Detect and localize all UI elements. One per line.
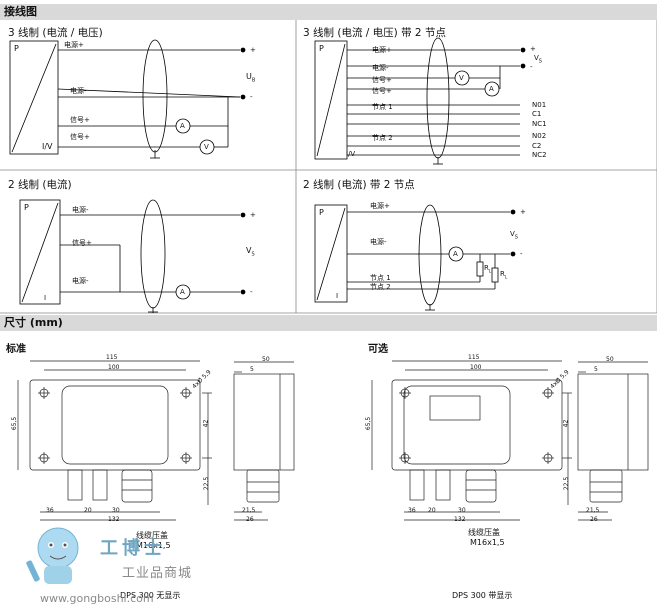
std-d21: 21,5 <box>242 507 256 514</box>
w3-minus: - <box>250 288 253 296</box>
opt-d30: 30 <box>458 507 466 514</box>
w2-voltmeter: V <box>459 74 464 82</box>
w4-p: P <box>319 208 324 217</box>
w4-node1: 节点 1 <box>370 274 391 282</box>
w2-no2: N02 <box>532 132 547 140</box>
w4-pwr-plus: 电源+ <box>370 202 390 210</box>
w2-sig2: 信号+ <box>372 87 392 95</box>
opt-label: 可选 <box>368 344 388 355</box>
std-d26: 26 <box>246 516 254 523</box>
std-d30: 30 <box>112 507 120 514</box>
w2-nc2: NC2 <box>532 151 547 159</box>
std-gland: 线缆压盖 <box>136 531 168 540</box>
w3-pwr-minus: 电源- <box>72 206 89 214</box>
w4-pwr-minus: 电源- <box>370 238 387 246</box>
w2-c2: C2 <box>532 142 542 150</box>
w2-nc1: NC1 <box>532 120 547 128</box>
dimension-drawings <box>17 360 649 521</box>
opt-d20: 20 <box>428 507 436 514</box>
w3-title: 2 线制 (电流) <box>8 179 72 191</box>
w2-ammeter: A <box>489 85 494 93</box>
w2-no1: N01 <box>532 101 547 109</box>
std-d50: 50 <box>262 356 270 363</box>
w2-vs: VS <box>534 54 542 65</box>
opt-gland-size: M16x1,5 <box>470 538 505 547</box>
std-d36: 36 <box>46 507 54 514</box>
opt-d100: 100 <box>470 364 482 371</box>
opt-d115: 115 <box>468 354 480 361</box>
w2-c1: C1 <box>532 110 542 118</box>
watermark-sub: 工业品商城 <box>122 566 193 581</box>
opt-d21: 21,5 <box>586 507 600 514</box>
w2-pwr-plus: 电源+ <box>372 46 392 54</box>
w4-node2: 节点 2 <box>370 283 391 291</box>
w1-pwr-minus: 电源- <box>70 87 87 95</box>
w3-pwr-minus-2: 电源- <box>72 277 89 285</box>
w3-sig: 信号+ <box>72 239 92 247</box>
wiring-header: 接线图 <box>0 4 657 20</box>
opt-d132: 132 <box>454 516 466 523</box>
watermark-brand: 工博士 <box>100 538 166 559</box>
w3-plus: + <box>250 211 256 219</box>
w2-plus: + <box>530 45 536 53</box>
std-d5: 5 <box>250 366 254 373</box>
std-caption: DPS 300 无显示 <box>120 591 181 600</box>
w1-ammeter: A <box>180 122 185 130</box>
w1-sig2: 信号+ <box>70 133 90 141</box>
w1-sig1: 信号+ <box>70 116 90 124</box>
std-d20: 20 <box>84 507 92 514</box>
w4-title: 2 线制 (电流) 带 2 节点 <box>303 179 415 191</box>
opt-d26: 26 <box>590 516 598 523</box>
w3-p: P <box>24 203 29 212</box>
watermark-url: www.gongboshi.com <box>40 592 154 605</box>
w2-pwr-minus: 电源- <box>372 64 389 72</box>
w3-vs: VS <box>246 246 255 258</box>
dimensions-header: 尺寸 (mm) <box>0 315 657 331</box>
w2-node1: 节点 1 <box>372 103 393 111</box>
w1-ub: UB <box>246 72 256 84</box>
opt-d50: 50 <box>606 356 614 363</box>
w2-minus: - <box>530 63 533 71</box>
w4-ammeter: A <box>453 250 458 258</box>
w1-iv: I/V <box>42 142 53 151</box>
w1-pwr-plus: 电源+ <box>64 41 84 49</box>
w2-sig1: 信号+ <box>372 76 392 84</box>
w1-p: P <box>14 44 19 53</box>
w2-iv: I/V <box>346 150 356 158</box>
w1-title: 3 线制 (电流 / 电压) <box>8 27 103 39</box>
w4-resistor-2: RL <box>500 270 508 280</box>
w2-p: P <box>319 44 324 53</box>
std-d132: 132 <box>108 516 120 523</box>
w1-voltmeter: V <box>204 143 209 151</box>
opt-d5: 5 <box>594 366 598 373</box>
w4-vs: VS <box>510 230 518 241</box>
std-d115: 115 <box>106 354 118 361</box>
opt-d36: 36 <box>408 507 416 514</box>
w1-minus: - <box>250 93 253 101</box>
w4-plus: + <box>520 208 526 216</box>
opt-gland: 线缆压盖 <box>468 528 500 537</box>
w2-node2: 节点 2 <box>372 134 393 142</box>
w3-ammeter: A <box>180 288 185 296</box>
std-d100: 100 <box>108 364 120 371</box>
std-label: 标准 <box>6 344 26 355</box>
w3-i: I <box>44 294 47 302</box>
w4-minus: - <box>520 250 523 258</box>
w2-title: 3 线制 (电流 / 电压) 带 2 节点 <box>303 27 446 39</box>
w1-plus: + <box>250 46 256 54</box>
std-gland-size: M16x1,5 <box>136 541 171 550</box>
w4-resistor-1: RL <box>484 264 492 274</box>
w4-i: I <box>336 292 339 300</box>
opt-caption: DPS 300 带显示 <box>452 591 513 600</box>
